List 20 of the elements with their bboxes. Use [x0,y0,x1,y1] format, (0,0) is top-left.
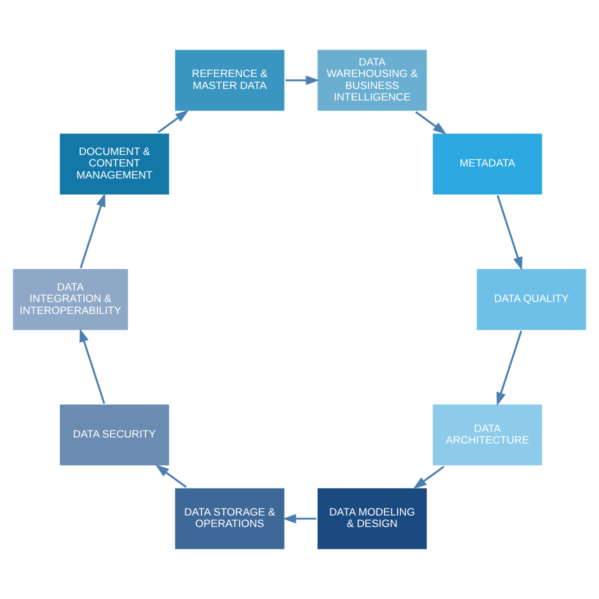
arrow [496,195,522,271]
node-box: DATA STORAGE & OPERATIONS [173,486,286,552]
node-box: DATA SECURITY [58,402,172,468]
arrow [286,76,320,86]
node-box: DATA QUALITY [474,267,588,332]
arrow [413,466,444,490]
node-box: DATA ARCHITECTURE [430,402,544,468]
arrow [80,328,106,404]
node-box: DATA WAREHOUSING & BUSINESS INTELLIGENCE [316,48,429,113]
arrow [415,111,447,134]
node-box: DOCUMENT & CONTENT MANAGEMENT [58,132,172,196]
arrow [157,110,189,134]
arrow [496,330,522,406]
arrow [282,514,316,524]
node-box: DATA INTEGRATION & INTEROPERABILITY [11,267,130,332]
node-box: METADATA [430,132,544,196]
arrow [80,192,106,268]
arrow [155,464,187,488]
node-box: DATA MODELING & DESIGN [316,486,429,552]
node-box: REFERENCE & MASTER DATA [173,48,286,113]
